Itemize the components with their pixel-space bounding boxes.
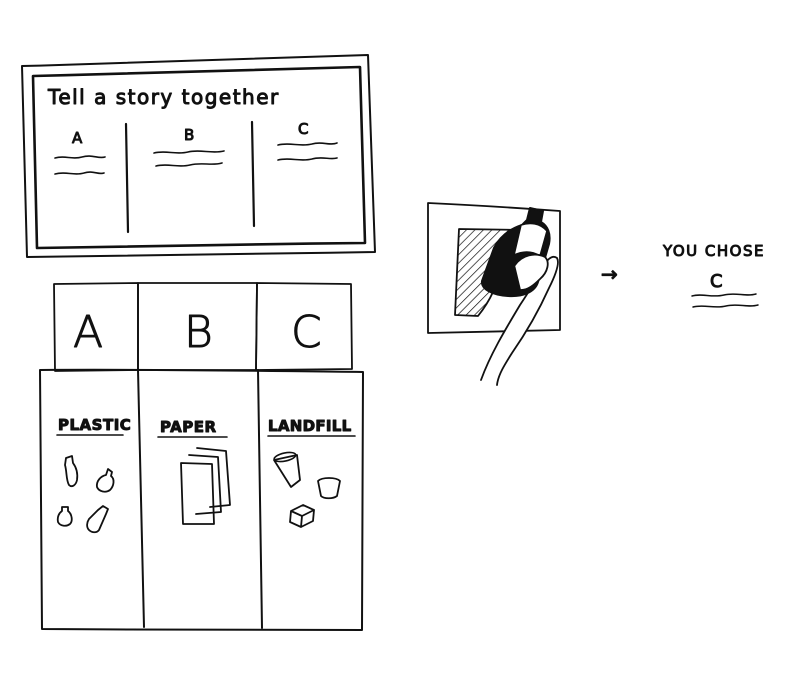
bin-divider-1 xyxy=(138,370,144,627)
letter-tab-c-text: C xyxy=(291,307,322,358)
bin-paper[interactable]: PAPER xyxy=(158,418,230,524)
board-column-a-label: A xyxy=(72,129,83,147)
board-column-a-scribble-2 xyxy=(55,172,104,174)
result-scribble xyxy=(692,294,756,296)
board-column-c-scribble xyxy=(278,143,337,145)
letter-tab-b-text: B xyxy=(184,307,213,358)
letter-tab-c[interactable] xyxy=(256,283,352,370)
cup-rim-icon xyxy=(273,451,296,463)
yogurt-cup-icon xyxy=(318,478,340,498)
board-column-c-label: C xyxy=(298,120,308,138)
story-board: Tell a story together A B C xyxy=(22,55,375,257)
letter-tab-a-text: A xyxy=(73,307,103,358)
cup-icon xyxy=(274,455,300,487)
paper-front-sheet-icon xyxy=(181,463,214,524)
arrow-icon: → xyxy=(601,262,618,286)
arm-icon xyxy=(481,257,558,385)
board-column-b-label: B xyxy=(184,126,194,144)
board-divider-1 xyxy=(126,124,128,232)
result-choice: C xyxy=(710,271,723,292)
bin-paper-label: PAPER xyxy=(160,418,217,436)
board-column-c-scribble-2 xyxy=(278,158,337,160)
bin-landfill-label: LANDFILL xyxy=(268,417,352,435)
result-scribble-2 xyxy=(693,305,758,307)
hand-sorting-illustration xyxy=(428,203,560,385)
plastic-bottle-icon-2 xyxy=(97,469,114,492)
bin-divider-2 xyxy=(258,370,262,628)
board-inner-frame xyxy=(33,67,365,248)
bin-landfill[interactable]: LANDFILL xyxy=(268,417,355,527)
tray-outline xyxy=(428,203,560,333)
box-icon xyxy=(290,505,314,527)
bin-plastic-label: PLASTIC xyxy=(58,416,131,434)
plastic-bottle-icon xyxy=(65,456,77,486)
hand-fingers-icon xyxy=(515,255,548,290)
bin-plastic[interactable]: PLASTIC xyxy=(57,416,131,532)
result-heading: YOU CHOSE xyxy=(662,242,765,260)
board-column-b-scribble xyxy=(154,151,224,153)
paper-sheet-icon xyxy=(189,455,221,514)
bins-outline xyxy=(40,370,363,630)
board-outer-frame xyxy=(22,55,375,257)
board-column-b-scribble-2 xyxy=(156,163,222,166)
recycling-bins: PLASTIC PAPER LANDFILL xyxy=(40,370,363,630)
board-title: Tell a story together xyxy=(47,85,280,109)
board-column-a-scribble xyxy=(55,156,105,158)
board-divider-2 xyxy=(252,122,254,226)
plastic-bottle-icon-4 xyxy=(87,506,108,532)
result-panel: YOU CHOSE C xyxy=(662,242,765,307)
plastic-bottle-icon-3 xyxy=(58,507,72,526)
letter-tabs: A B C xyxy=(54,283,352,371)
